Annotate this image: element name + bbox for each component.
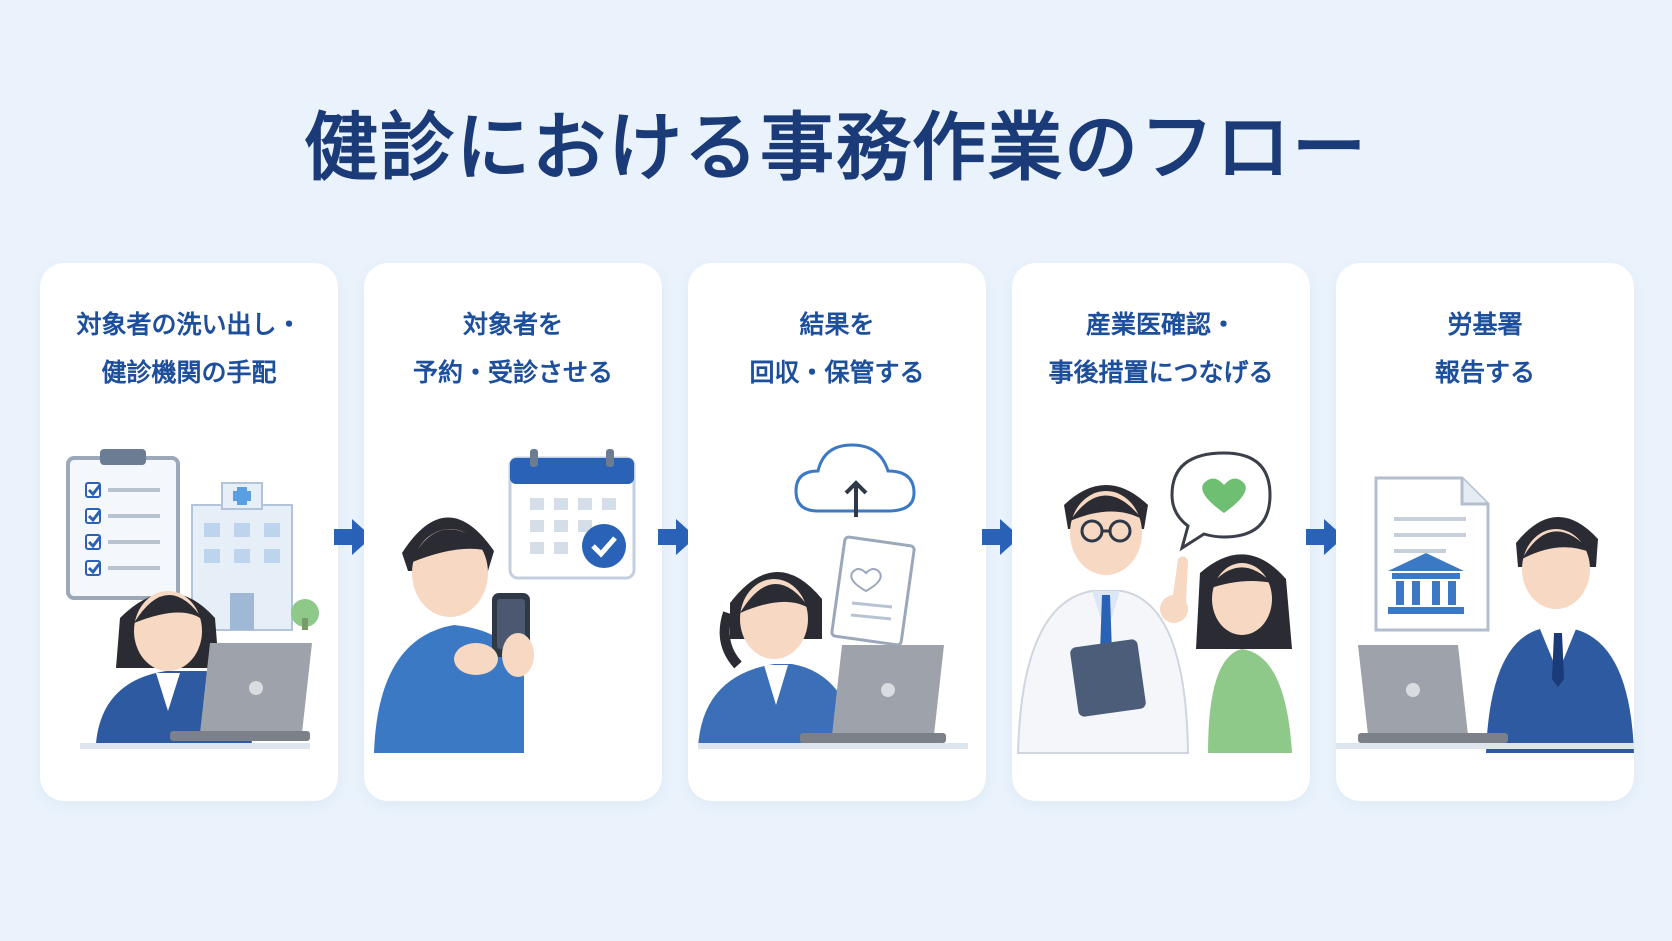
step-illustration-5	[1336, 476, 1634, 753]
flow-arrow-2	[658, 519, 696, 555]
step-label-3-line-2: 回収・保管する	[749, 358, 925, 387]
cloud-upload-icon	[794, 443, 916, 517]
doctor	[1016, 485, 1190, 754]
person-with-phone	[374, 517, 534, 753]
clipboard-checklist-icon	[66, 449, 180, 600]
laptop-icon	[1358, 645, 1508, 743]
hospital-building-icon	[191, 482, 319, 631]
step-card-2: 対象者を 予約・受診させる	[364, 263, 662, 801]
step-label-4-line-2: 事後措置につなげる	[1048, 358, 1274, 387]
flow-arrow-4	[1306, 519, 1344, 555]
step-label-2-line-1: 対象者を	[462, 310, 563, 339]
step-label-5: 労基署 報告する	[1336, 301, 1634, 397]
step-label-4-line-1: 産業医確認・	[1085, 310, 1236, 339]
government-building-icon	[1388, 553, 1464, 614]
flow-arrow-3	[982, 519, 1020, 555]
step-label-5-line-2: 報告する	[1434, 358, 1535, 387]
page-title: 健診における事務作業のフロー	[304, 105, 1368, 191]
step-card-4: 産業医確認・ 事後措置につなげる	[1012, 263, 1310, 801]
step-illustration-3	[698, 443, 968, 749]
businessman	[1336, 516, 1634, 753]
step-label-3: 結果を 回収・保管する	[688, 301, 986, 397]
step-card-5: 労基署 報告する	[1336, 263, 1634, 801]
step-label-1: 対象者の洗い出し・ 健診機関の手配	[40, 301, 338, 397]
laptop-icon	[800, 645, 946, 743]
laptop-icon	[170, 643, 312, 741]
step-label-3-line-1: 結果を	[799, 310, 875, 339]
step-label-2: 対象者を 予約・受診させる	[364, 301, 662, 397]
health-document-icon	[830, 535, 916, 647]
office-worker-woman	[698, 571, 968, 749]
step-label-5-line-1: 労基署	[1447, 310, 1523, 339]
step-label-2-line-2: 予約・受診させる	[412, 358, 613, 387]
step-card-3: 結果を 回収・保管する	[688, 263, 986, 801]
patient-woman	[1196, 554, 1292, 753]
speech-bubble-heart-icon	[1170, 451, 1272, 552]
calendar-check-icon	[508, 449, 636, 580]
step-label-1-line-1: 対象者の洗い出し・	[76, 310, 302, 339]
step-label-4: 産業医確認・ 事後措置につなげる	[1012, 301, 1310, 397]
step-illustration-2	[374, 449, 636, 753]
step-label-1-line-2: 健診機関の手配	[101, 358, 277, 387]
step-illustration-1	[66, 449, 319, 749]
flow-arrow-1	[334, 519, 372, 555]
step-card-1: 対象者の洗い出し・ 健診機関の手配	[40, 263, 338, 801]
step-illustration-4	[1016, 451, 1292, 754]
